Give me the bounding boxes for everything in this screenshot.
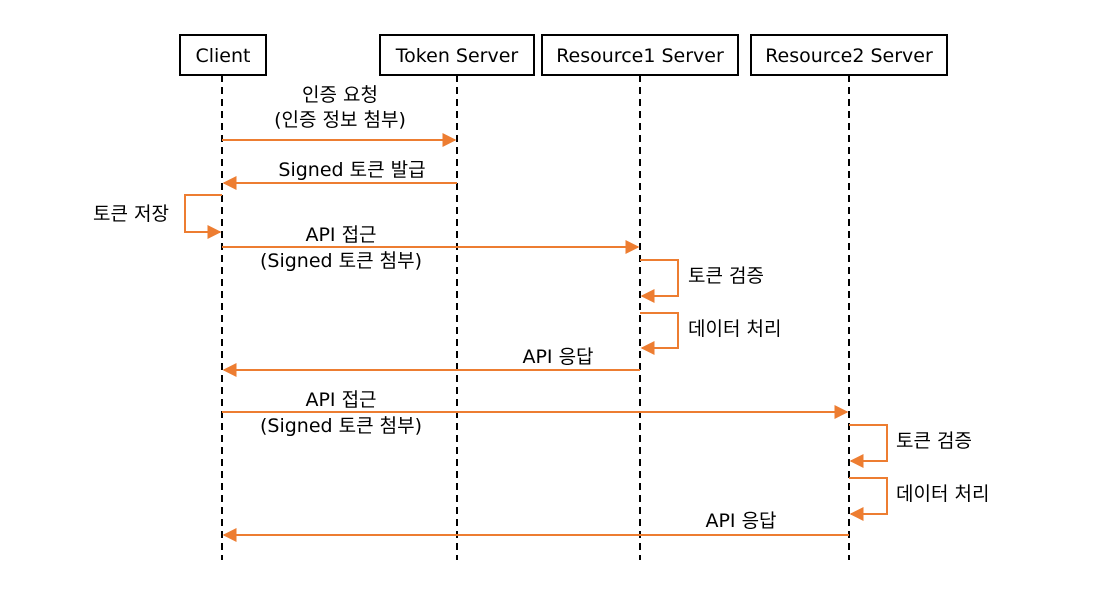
participant-client: Client bbox=[179, 34, 267, 76]
participant-box bbox=[750, 34, 948, 76]
participant-box bbox=[179, 34, 267, 76]
message-label: 토큰 검증 bbox=[896, 430, 972, 452]
self-arrow bbox=[184, 194, 222, 239]
message-11: API 응답 bbox=[222, 510, 849, 542]
participant-res2: Resource2 Server bbox=[750, 34, 948, 76]
message-9: 토큰 검증 bbox=[849, 424, 972, 468]
self-arrow bbox=[849, 424, 888, 468]
participant-box bbox=[379, 34, 535, 76]
participant-boxes: Client Token Server Resource1 Server Resour… bbox=[179, 34, 948, 76]
message-4: API 접근 (Signed 토큰 첨부) bbox=[222, 224, 640, 272]
message-5: 토큰 검증 bbox=[640, 259, 764, 303]
participant-label: Resource2 Server bbox=[765, 45, 933, 67]
participant-token: Token Server bbox=[379, 34, 535, 76]
message-label: (Signed 토큰 첨부) bbox=[260, 250, 422, 272]
message-label: 토큰 저장 bbox=[93, 203, 169, 225]
message-label: API 접근 bbox=[305, 224, 376, 246]
participant-label: Client bbox=[195, 45, 250, 67]
message-label: API 응답 bbox=[522, 346, 593, 368]
participant-res1: Resource1 Server bbox=[541, 34, 739, 76]
participant-label: Token Server bbox=[395, 45, 519, 67]
message-label: API 응답 bbox=[705, 510, 776, 532]
message-label: (Signed 토큰 첨부) bbox=[260, 415, 422, 437]
participant-label: Resource1 Server bbox=[556, 45, 724, 67]
message-label: API 접근 bbox=[305, 389, 376, 411]
self-arrow bbox=[640, 312, 679, 355]
message-10: 데이터 처리 bbox=[849, 477, 989, 521]
self-arrow bbox=[849, 477, 888, 521]
message-label: 데이터 처리 bbox=[896, 483, 989, 505]
message-6: 데이터 처리 bbox=[640, 312, 781, 355]
self-arrow bbox=[640, 259, 679, 303]
message-label: 데이터 처리 bbox=[688, 318, 781, 340]
message-1: 인증 요청 (인증 정보 첨부) bbox=[222, 84, 457, 147]
participant-box bbox=[541, 34, 739, 76]
message-label: (인증 정보 첨부) bbox=[274, 109, 406, 131]
message-label: 인증 요청 bbox=[302, 84, 378, 106]
message-3: 토큰 저장 bbox=[93, 194, 222, 239]
lifelines bbox=[221, 75, 850, 560]
message-2: Signed 토큰 발급 bbox=[222, 159, 457, 190]
message-8: API 접근 (Signed 토큰 첨부) bbox=[222, 389, 849, 437]
message-label: 토큰 검증 bbox=[688, 265, 764, 287]
message-7: API 응답 bbox=[222, 346, 640, 377]
message-label: Signed 토큰 발급 bbox=[278, 159, 425, 181]
